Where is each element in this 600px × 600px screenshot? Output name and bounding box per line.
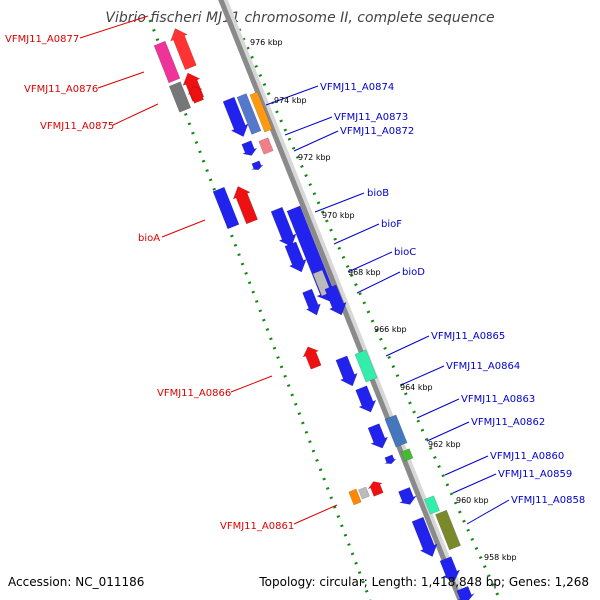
gene-label-vfmj11-a0861[interactable]: VFMJ11_A0861 — [220, 521, 294, 532]
leader-vfmj11-a0862 — [426, 421, 470, 442]
kbp-label: 960 kbp — [456, 496, 489, 505]
gene-vfmj11-a0858a[interactable] — [411, 516, 438, 557]
leader-lines — [79, 15, 510, 525]
leader-vfmj11-a0876 — [97, 71, 145, 89]
gene-label-vfmj11-a0863[interactable]: VFMJ11_A0863 — [461, 394, 535, 405]
gene-vfmj11-a0865a[interactable] — [335, 355, 358, 387]
kbp-label: 968 kbp — [348, 268, 381, 277]
gene-vfmj11-a0859[interactable] — [424, 495, 440, 515]
kbp-label: 970 kbp — [322, 211, 355, 220]
kbp-label: 962 kbp — [428, 440, 461, 449]
gene-vfmj11-a0861[interactable] — [367, 481, 384, 497]
gene-label-vfmj11-a0877[interactable]: VFMJ11_A0877 — [5, 34, 79, 45]
leader-biof — [333, 223, 380, 245]
gene-label-vfmj11-a0876[interactable]: VFMJ11_A0876 — [24, 84, 98, 95]
gene-bioa-1[interactable] — [212, 186, 240, 230]
gene-label-vfmj11-a0866[interactable]: VFMJ11_A0866 — [157, 388, 231, 399]
gene-bioa-2[interactable] — [232, 185, 258, 225]
gene-features — [153, 28, 475, 600]
kbp-label: 974 kbp — [274, 96, 307, 105]
kbp-label: 964 kbp — [400, 383, 433, 392]
leader-bioc — [347, 251, 393, 273]
leader-vfmj11-a0865 — [385, 335, 430, 357]
left-labels: VFMJ11_A0877 VFMJ11_A0876 VFMJ11_A0875 b… — [5, 34, 294, 532]
gene-label-vfmj11-a0875[interactable]: VFMJ11_A0875 — [40, 121, 114, 132]
topology-text: Topology: circular; Length: 1,418,848 bp… — [258, 575, 589, 589]
gene-vfmj11-a0874[interactable] — [249, 91, 273, 133]
tick-tracks — [148, 19, 502, 600]
leader-vfmj11-a0875 — [112, 103, 159, 126]
kbp-label: 966 kbp — [374, 325, 407, 334]
leader-bioa — [161, 219, 206, 238]
gene-label-vfmj11-a0859[interactable]: VFMJ11_A0859 — [498, 469, 572, 480]
leader-vfmj11-a0859 — [452, 473, 497, 494]
gene-vfmj11-a0865[interactable] — [354, 349, 378, 383]
gene-biob-1[interactable] — [270, 206, 297, 247]
gene-small-2[interactable] — [384, 454, 397, 464]
accession-text: Accession: NC_011186 — [8, 575, 144, 589]
gene-label-vfmj11-a0865[interactable]: VFMJ11_A0865 — [431, 331, 505, 342]
left-tick-track — [148, 19, 372, 600]
gene-label-biof[interactable]: bioF — [381, 219, 402, 230]
leader-vfmj11-a0873 — [284, 116, 333, 136]
leader-vfmj11-a0874 — [265, 85, 319, 106]
right-tick-track — [233, 19, 502, 600]
gene-vfmj11-a0860[interactable] — [398, 487, 417, 505]
gene-biof[interactable] — [284, 241, 307, 273]
gene-vfmj11-a0861b[interactable] — [358, 486, 370, 500]
gene-vfmj11-a0877[interactable] — [170, 28, 197, 71]
gene-vfmj11-a0866[interactable] — [302, 346, 322, 370]
gene-label-vfmj11-a0858[interactable]: VFMJ11_A0858 — [511, 495, 585, 506]
gene-vfmj11-a0874b[interactable] — [236, 93, 262, 135]
map-title: Vibrio fischeri MJ11 chromosome II, comp… — [105, 10, 494, 26]
kbp-label: 976 kbp — [250, 38, 283, 47]
gene-vfmj11-a0875-arrow[interactable] — [187, 86, 204, 104]
leader-vfmj11-a0872 — [293, 130, 339, 152]
leader-biod — [356, 271, 401, 294]
gene-small-1[interactable] — [251, 160, 264, 170]
leader-vfmj11-a0877 — [79, 15, 149, 39]
gene-label-biob[interactable]: bioB — [367, 188, 389, 199]
gene-label-vfmj11-a0874[interactable]: VFMJ11_A0874 — [320, 82, 394, 93]
gene-bioc[interactable] — [302, 288, 321, 316]
kbp-label: 972 kbp — [298, 153, 331, 162]
gene-vfmj11-a0858[interactable] — [435, 509, 461, 551]
kbp-label: 958 kbp — [484, 553, 517, 562]
gene-vfmj11-a0874a[interactable] — [222, 96, 249, 137]
leader-vfmj11-a0864 — [400, 365, 445, 386]
gene-vfmj11-a0873[interactable] — [241, 140, 258, 156]
gene-vfmj11-a0858b[interactable] — [439, 556, 461, 582]
gene-vfmj11-a0875[interactable] — [168, 81, 192, 113]
kbp-labels: 976 kbp 974 kbp 972 kbp 970 kbp 968 kbp … — [250, 38, 517, 562]
leader-vfmj11-a0861 — [293, 504, 338, 525]
leader-vfmj11-a0860 — [444, 455, 489, 476]
gene-vfmj11-a0863[interactable] — [384, 414, 408, 448]
gene-biod[interactable] — [324, 284, 347, 316]
gene-label-vfmj11-a0860[interactable]: VFMJ11_A0860 — [490, 451, 564, 462]
leader-biob — [314, 192, 365, 213]
leader-vfmj11-a0858 — [466, 499, 510, 525]
leader-vfmj11-a0866 — [230, 375, 273, 393]
gene-label-vfmj11-a0864[interactable]: VFMJ11_A0864 — [446, 361, 520, 372]
gene-label-biod[interactable]: bioD — [402, 267, 425, 278]
gene-label-vfmj11-a0872[interactable]: VFMJ11_A0872 — [340, 126, 414, 137]
gene-label-bioc[interactable]: bioC — [394, 247, 416, 258]
leader-vfmj11-a0863 — [416, 398, 460, 419]
gene-vfmj11-a0864[interactable] — [355, 385, 377, 413]
gene-vfmj11-a0876[interactable] — [153, 40, 181, 84]
gene-vfmj11-a0862[interactable] — [400, 448, 414, 462]
gene-vfmj11-a0861a[interactable] — [348, 488, 362, 506]
gene-vfmj11-a0872[interactable] — [258, 137, 274, 155]
right-labels: VFMJ11_A0874 VFMJ11_A0873 VFMJ11_A0872 b… — [320, 82, 585, 506]
gene-bottom[interactable] — [456, 585, 475, 600]
gene-label-vfmj11-a0873[interactable]: VFMJ11_A0873 — [334, 112, 408, 123]
gene-label-vfmj11-a0862[interactable]: VFMJ11_A0862 — [471, 417, 545, 428]
gene-label-bioa[interactable]: bioA — [138, 233, 160, 244]
gene-vfmj11-a0863a[interactable] — [367, 423, 389, 449]
